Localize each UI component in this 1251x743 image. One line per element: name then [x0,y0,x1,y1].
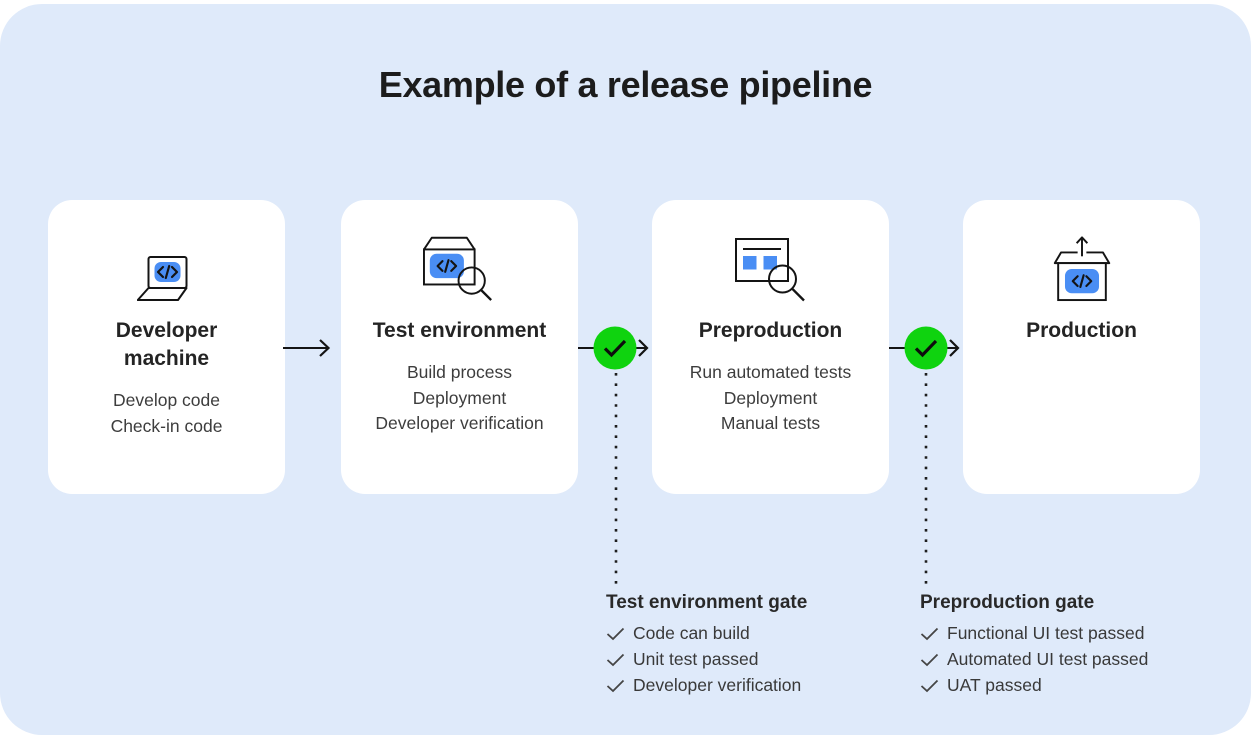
gate-checklist: Code can build Unit test passed Develope… [606,623,807,696]
gate-checklist-item: Automated UI test passed [920,649,1148,670]
stage-card-developer-machine: Developer machine Develop code Check-in … [48,200,285,494]
stage-task: Deployment [412,387,507,408]
stage-task: Manual tests [720,413,821,433]
pipeline-diagram-canvas: Example of a release pipeline Developer … [0,4,1251,735]
check-icon [920,679,939,693]
gate-title: Test environment gate [606,592,808,613]
gate-title: Preproduction gate [920,592,1095,613]
stage-card-production: Production [963,200,1200,494]
gate-panel-test-environment: Test environment gate Code can build Uni… [606,592,807,696]
stage-card-preproduction: Preproduction Run automated tests Deploy… [652,200,889,494]
laptop-code-icon [136,228,197,302]
gate-checklist-item: Developer verification [606,675,807,696]
gate-dotted-line [614,373,618,590]
gate-panel-preproduction: Preproduction gate Functional UI test pa… [920,592,1148,696]
stage-task-list: Run automated tests Deployment Manual te… [690,360,851,437]
arrow-connector [283,339,331,357]
stage-task: Deployment [723,387,818,408]
check-icon [606,627,625,641]
check-circle-icon [904,326,948,370]
stage-task: Developer verification [375,413,544,433]
check-icon [606,653,625,667]
stage-title: Production [1026,319,1137,342]
stage-card-test-environment: Test environment Build process Deploymen… [341,200,578,494]
stage-task: Develop code [112,390,221,410]
stage-task-list: Develop code Check-in code [111,388,223,439]
package-release-icon [1053,228,1111,302]
gate-checklist-item: Code can build [606,623,807,644]
gate-dotted-line [924,373,928,590]
gate-check-connector-preproduction [889,326,960,370]
stage-task: Check-in code [110,415,223,436]
gate-checklist-item: UAT passed [920,675,1148,696]
gate-check-connector-test-environment [578,326,649,370]
package-inspect-icon [422,228,497,302]
gate-checklist-item: Functional UI test passed [920,623,1148,644]
stage-title: Developer machine [115,319,218,370]
browser-inspect-icon [734,228,807,302]
stage-task-list: Build process Deployment Developer verif… [375,360,543,437]
stage-title: Preproduction [698,319,843,342]
gate-checklist: Functional UI test passed Automated UI t… [920,623,1148,696]
gate-checklist-item: Unit test passed [606,649,807,670]
check-icon [920,627,939,641]
stage-title: Test environment [372,319,547,342]
stage-task: Build process [406,362,513,382]
check-icon [920,653,939,667]
check-circle-icon [593,326,637,370]
stage-task: Run automated tests [689,362,852,382]
diagram-title: Example of a release pipeline [378,64,873,105]
check-icon [606,679,625,693]
